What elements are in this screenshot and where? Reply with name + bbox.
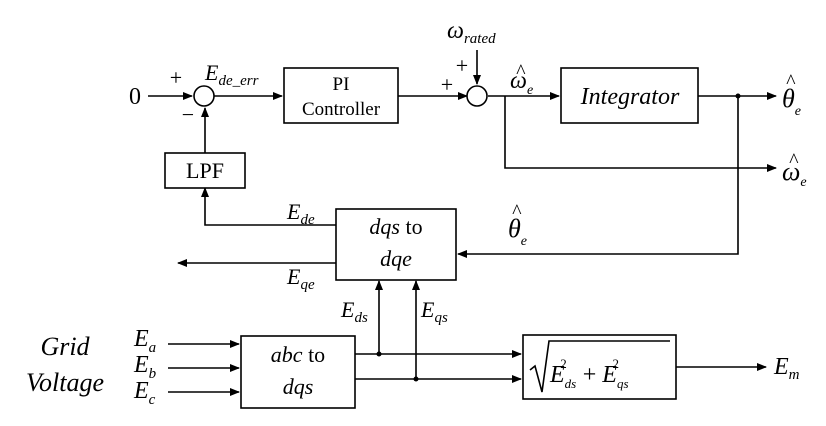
grid-label-line1: Grid — [40, 332, 90, 361]
junction-dot — [735, 93, 741, 99]
zero-input-label: 0 — [129, 84, 141, 110]
wire-theta-feedback — [457, 96, 739, 258]
omega-hat-e-output-label: ωe — [782, 157, 807, 190]
wire-ede-to-lpf — [201, 187, 336, 226]
wire-omega-branch — [504, 96, 777, 172]
e-qe-label: Eqe — [286, 264, 315, 293]
omega-hat-e-hat: ^ — [516, 61, 526, 83]
e-de-err-label: Ede_err — [204, 60, 259, 89]
e-a-label: Ea — [133, 326, 156, 356]
omega-rated-label: ωrated — [447, 18, 496, 47]
sum2-plus-sign-left: + — [441, 72, 453, 97]
magnitude-formula: Eds2+Eqs2 — [549, 356, 629, 391]
junction-dot — [376, 351, 382, 357]
abc-to-dqs-label-line1: abc to — [271, 342, 325, 367]
integrator-label: Integrator — [580, 84, 680, 110]
omega-hat-e-output-hat: ^ — [789, 150, 799, 172]
sum2-plus-sign-top: + — [456, 53, 468, 78]
sum1-plus-sign: + — [170, 65, 182, 90]
e-m-label: Em — [773, 354, 800, 383]
e-b-label: Eb — [133, 352, 157, 382]
pi-label-line1: PI — [333, 74, 350, 95]
e-ds-label: Eds — [340, 297, 368, 326]
theta-hat-e-output-hat: ^ — [786, 71, 796, 93]
abc-to-dqs-block — [240, 335, 356, 409]
e-c-label: Ec — [133, 378, 156, 408]
summing-junction-2 — [466, 85, 488, 107]
pi-controller-block — [283, 67, 399, 124]
theta-hat-e-feedback-label: θe — [508, 214, 527, 249]
lpf-block — [164, 152, 246, 189]
e-qs-label: Eqs — [420, 297, 448, 326]
summing-junction-1 — [193, 85, 215, 107]
e-de-label: Ede — [286, 199, 315, 228]
junction-dot — [413, 376, 419, 382]
theta-hat-e-output-label: θe — [782, 84, 801, 119]
omega-hat-e-label: ωe — [510, 68, 533, 98]
theta-hat-e-feedback-hat: ^ — [512, 201, 522, 223]
lpf-label: LPF — [186, 158, 224, 183]
abc-to-dqs-label-line2: dqs — [283, 374, 314, 399]
pi-label-line2: Controller — [302, 99, 381, 120]
dqs-to-dqe-label-line1: dqs to — [369, 214, 422, 239]
sum1-minus-sign: − — [182, 102, 194, 127]
grid-label-line2: Voltage — [26, 368, 104, 397]
dqs-to-dqe-label-line2: dqe — [380, 246, 412, 271]
dqs-to-dqe-block — [335, 208, 457, 281]
sqrt-symbol — [529, 340, 670, 393]
integrator-block — [560, 67, 699, 124]
